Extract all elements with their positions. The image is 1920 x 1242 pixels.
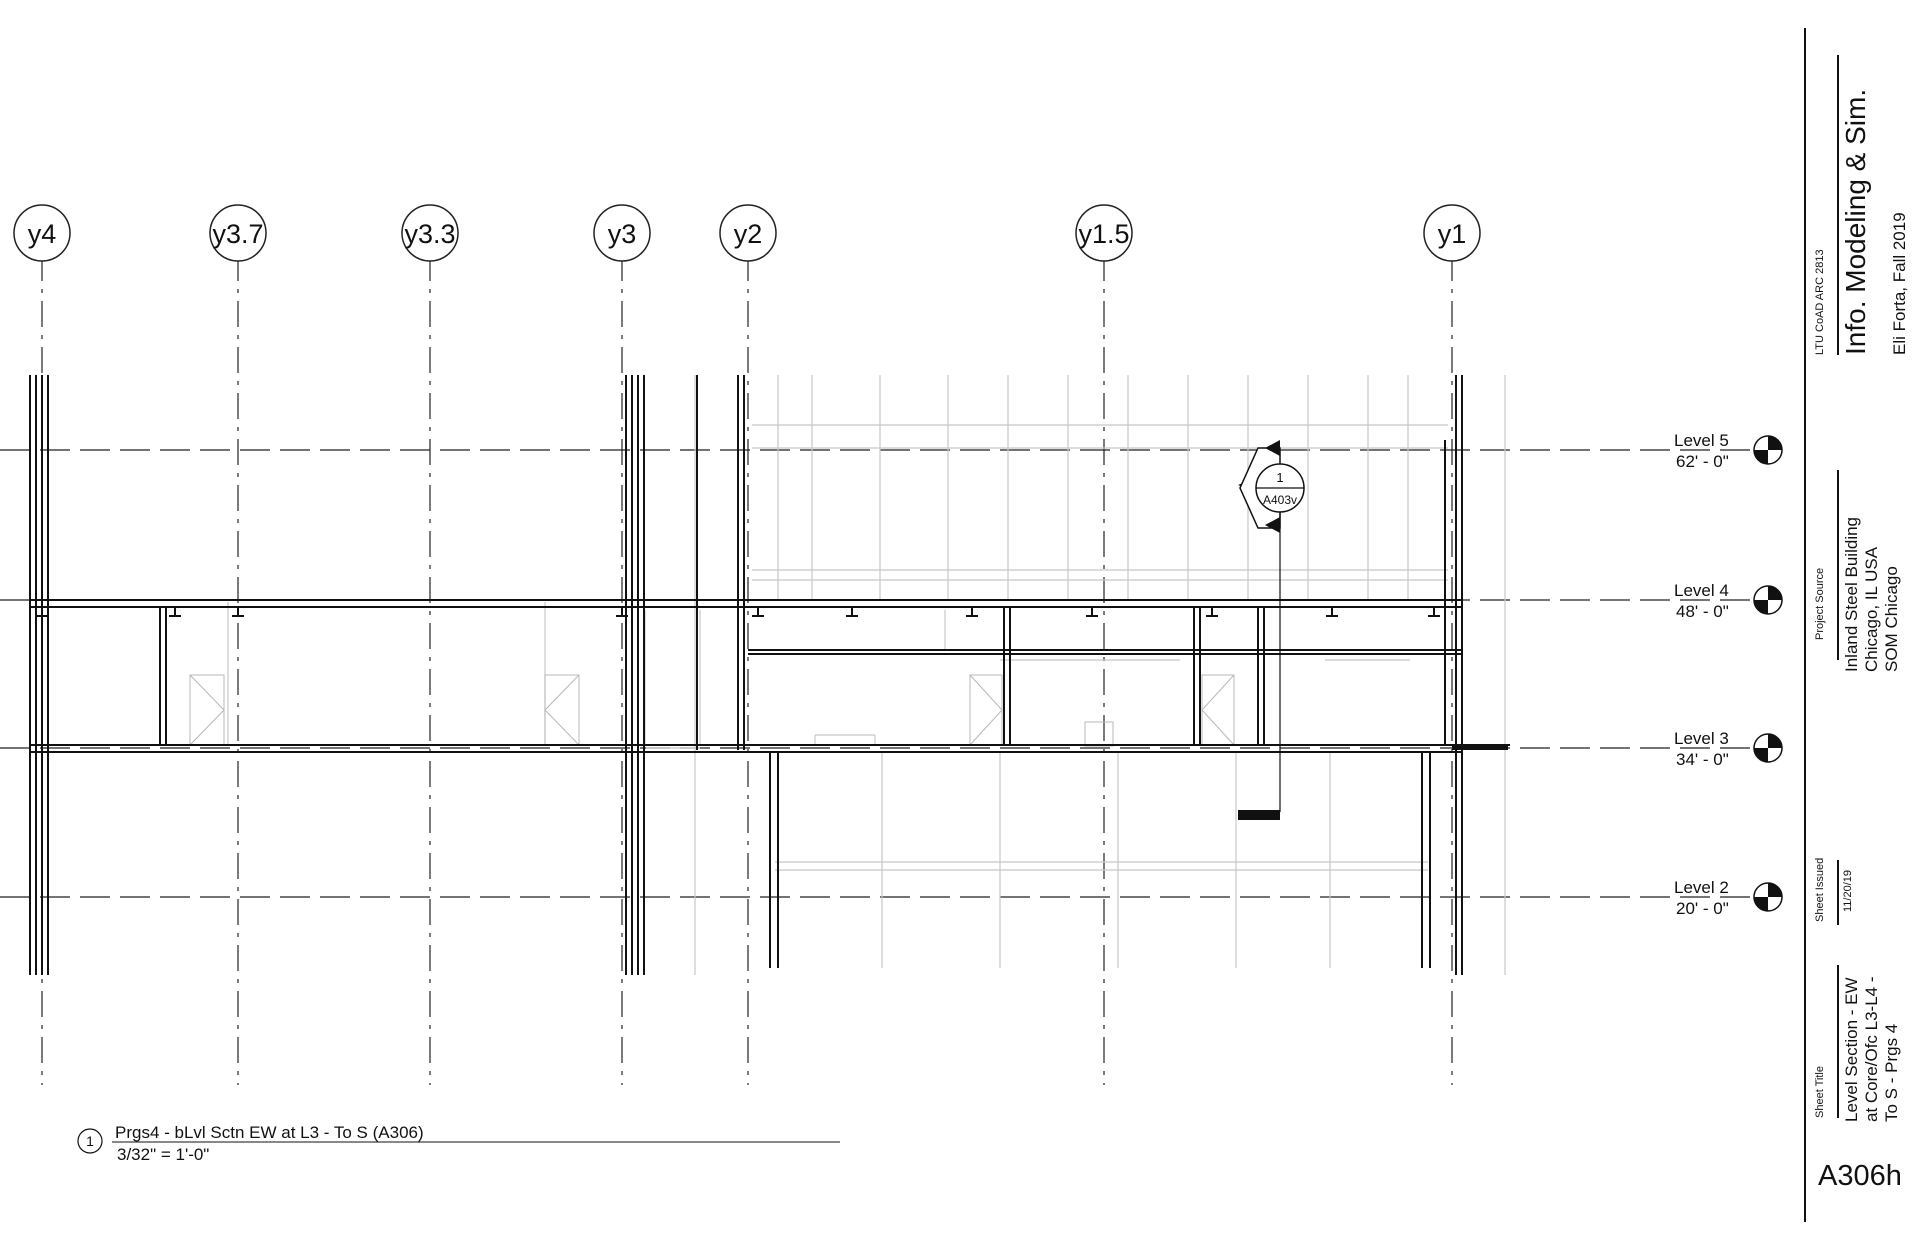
grid-bubble-y3-7 <box>209 204 267 262</box>
tb-course-title: Info. Modeling & Sim. <box>1840 88 1871 355</box>
level-5-elevation: 62' - 0" <box>1676 452 1729 471</box>
tb-project-line-3: SOM Chicago <box>1882 566 1901 672</box>
view-title <box>77 1128 840 1154</box>
tb-project-source-label: Project Source <box>1814 567 1826 640</box>
grid-label-y3-3: y3.3 <box>404 219 455 249</box>
grid-label-y4: y4 <box>28 219 57 249</box>
tb-sheet-title-line-2: at Core/Ofc L3-L4 - <box>1862 976 1881 1122</box>
level-2-elevation: 20' - 0" <box>1676 899 1729 918</box>
grid-bubble-y4 <box>13 204 71 262</box>
level-4-elevation: 48' - 0" <box>1676 602 1729 621</box>
grid-bubble-y3 <box>593 204 651 262</box>
grid-label-y3: y3 <box>608 219 637 249</box>
background-elements <box>227 375 1506 975</box>
level-3-elevation: 34' - 0" <box>1676 750 1729 769</box>
view-title-number: 1 <box>86 1133 94 1149</box>
background-doors <box>189 674 1235 747</box>
cut-structure <box>29 375 1510 975</box>
tb-course: LTU CoAD ARC 2813 <box>1814 249 1826 355</box>
grid-label-y2: y2 <box>734 219 763 249</box>
level-lines <box>0 449 1755 898</box>
view-title-scale: 3/32" = 1'-0" <box>117 1145 209 1164</box>
grid-label-y1: y1 <box>1438 219 1467 249</box>
tb-sheet-title-line-3: To S - Prgs 4 <box>1882 1023 1901 1122</box>
grid-bubble-y3-3 <box>401 204 459 262</box>
tb-project-line-2: Chicago, IL USA <box>1862 546 1881 672</box>
view-title-text: Prgs4 - bLvl Sctn EW at L3 - To S (A306) <box>115 1123 424 1142</box>
level-heads <box>1753 435 1783 912</box>
level-2-name: Level 2 <box>1674 878 1729 897</box>
section-tag <box>1238 440 1305 820</box>
section-tag-sheet: A403v <box>1263 493 1297 507</box>
sheet-number: A306h <box>1818 1160 1902 1192</box>
beam-stubs <box>36 608 1440 617</box>
tb-sheet-issued-label: Sheet Issued <box>1814 857 1826 922</box>
level-3-name: Level 3 <box>1674 729 1729 748</box>
title-block-frame <box>1804 28 1839 1222</box>
section-tag-number: 1 <box>1276 470 1283 485</box>
tb-project-line-1: Inland Steel Building <box>1842 516 1861 672</box>
grid-label-y3-7: y3.7 <box>212 219 263 249</box>
tb-sheet-title-label: Sheet Title <box>1814 1066 1826 1118</box>
tb-author-term: Eli Forta, Fall 2019 <box>1890 212 1909 355</box>
grid-bubble-y1 <box>1423 204 1481 262</box>
grid-bubble-y2 <box>719 204 777 262</box>
tb-sheet-title-line-1: Level Section - EW <box>1842 977 1861 1122</box>
grid-bubble-y1-5 <box>1075 204 1133 262</box>
grid-lines <box>41 255 1453 1085</box>
level-4-name: Level 4 <box>1674 581 1729 600</box>
slab-edge <box>1452 744 1508 750</box>
level-5-name: Level 5 <box>1674 431 1729 450</box>
tb-sheet-issued-date: 11/20/19 <box>1842 869 1854 912</box>
grid-label-y1-5: y1.5 <box>1078 219 1129 249</box>
